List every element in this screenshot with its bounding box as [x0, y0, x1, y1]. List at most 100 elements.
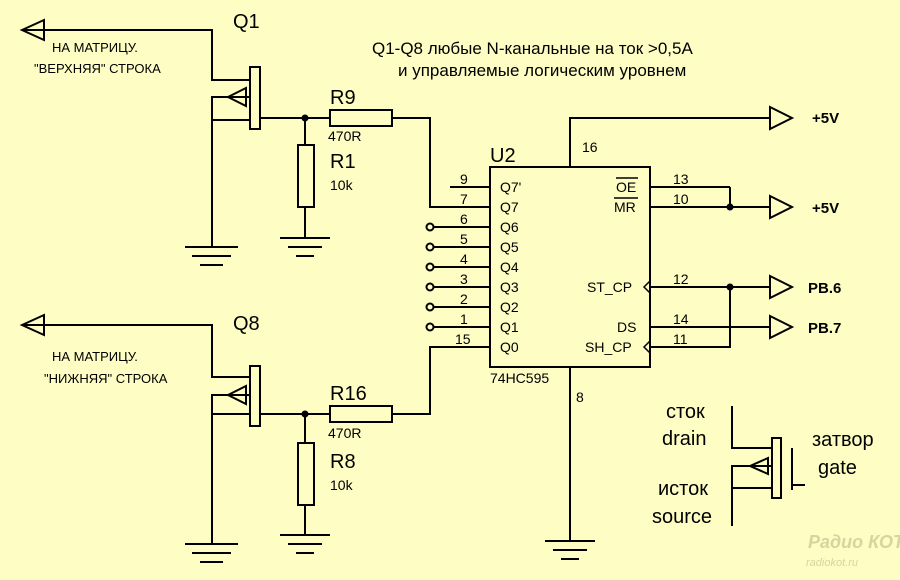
junction-dot [726, 203, 734, 211]
svg-text:Q6: Q6 [500, 219, 519, 235]
net-vcc-mr: +5V [812, 200, 839, 217]
ground-icon [185, 244, 238, 266]
u2-pin-sh-cp: 11 SH_CP [585, 287, 731, 355]
svg-text:10: 10 [673, 191, 689, 207]
r8-value: 10k [330, 477, 354, 493]
u2-pin-ds: 14 DS [617, 311, 770, 335]
svg-text:DS: DS [617, 319, 636, 335]
r1-label: R1 [330, 151, 356, 173]
legend-arrow-icon [747, 456, 769, 476]
vcc-wire [569, 117, 770, 167]
r9-label: R9 [330, 87, 356, 109]
q1-output-arrow-icon [19, 18, 45, 42]
watermark-url: radiokot.ru [806, 557, 858, 569]
svg-text:9: 9 [460, 171, 468, 187]
svg-text:Q3: Q3 [500, 279, 519, 295]
svg-text:Q0: Q0 [500, 339, 519, 355]
svg-text:11: 11 [673, 331, 688, 347]
matrix-top-line2: "ВЕРХНЯЯ" СТРОКА [34, 61, 161, 76]
svg-text:14: 14 [673, 311, 689, 327]
legend-mosfet [731, 406, 805, 526]
svg-text:13: 13 [673, 171, 689, 187]
legend-gate-ru: затвор [812, 429, 874, 451]
r16-value: 470R [328, 425, 361, 441]
q8-drain-wire [22, 324, 250, 378]
q8-output-arrow-icon [19, 313, 45, 337]
ground-icon [280, 534, 330, 554]
svg-text:Q1: Q1 [500, 319, 519, 335]
q1-body-arrow-icon [225, 86, 247, 108]
legend-gate-en: gate [818, 457, 857, 479]
legend-source-en: source [652, 506, 712, 528]
svg-text:OE: OE [616, 179, 636, 195]
u2-pin-gnd: 8 [576, 389, 584, 405]
svg-text:Q2: Q2 [500, 299, 519, 315]
q1-label: Q1 [233, 11, 260, 33]
vcc-arrow-icon [769, 105, 795, 131]
u2-pin-oe: 13 OE [616, 171, 730, 195]
q8-label: Q8 [233, 313, 260, 335]
pb6-arrow-icon [769, 274, 795, 300]
u2-pin-mr: 10 MR [614, 191, 770, 215]
note-line1: Q1-Q8 любые N-канальные на ток >0,5А [372, 39, 693, 58]
u2-pin-q7p: 9 Q7' [450, 171, 521, 195]
ground-icon [545, 540, 595, 560]
svg-text:SH_CP: SH_CP [585, 339, 632, 355]
svg-text:4: 4 [460, 251, 468, 267]
svg-text:1: 1 [460, 311, 468, 327]
svg-text:Q7': Q7' [500, 179, 521, 195]
r16-label: R16 [330, 383, 367, 405]
svg-text:5: 5 [460, 231, 468, 247]
svg-text:12: 12 [673, 271, 689, 287]
svg-text:ST_CP: ST_CP [587, 279, 632, 295]
svg-text:2: 2 [460, 291, 468, 307]
svg-text:6: 6 [460, 211, 468, 227]
q1-drain-wire [22, 29, 250, 81]
legend-source-ru: исток [658, 478, 708, 500]
svg-text:Q4: Q4 [500, 259, 519, 275]
r16-resistor [329, 405, 393, 423]
q1-mosfet [19, 18, 305, 266]
u2-pin-q6: 6 Q6 [425, 211, 519, 235]
u2-pin-q3: 3 Q3 [425, 271, 519, 295]
svg-text:3: 3 [460, 271, 468, 287]
mr-arrow-icon [769, 194, 795, 220]
svg-text:Q7: Q7 [500, 199, 519, 215]
u2-pin-q5: 5 Q5 [425, 231, 519, 255]
svg-text:Q5: Q5 [500, 239, 519, 255]
r1-value: 10k [330, 177, 354, 193]
u2-pin-q2: 2 Q2 [425, 291, 519, 315]
svg-text:MR: MR [614, 199, 636, 215]
matrix-bottom-line1: НА МАТРИЦУ. [52, 349, 138, 364]
svg-text:7: 7 [460, 191, 468, 207]
ground-icon [185, 541, 238, 563]
r1-resistor [297, 144, 315, 208]
u2-pin-q7: 7 Q7 [460, 191, 519, 215]
r8-label: R8 [330, 451, 356, 473]
r9-resistor [329, 109, 393, 127]
legend-drain-en: drain [662, 428, 706, 450]
matrix-bottom-line2: "НИЖНЯЯ" СТРОКА [44, 371, 168, 386]
pb7-arrow-icon [769, 314, 795, 340]
net-pb7: PB.7 [808, 320, 841, 337]
u2-pin-q1: 1 Q1 [425, 311, 519, 335]
u2-pin-q0: 15 Q0 [455, 331, 519, 355]
matrix-top-line1: НА МАТРИЦУ. [52, 40, 138, 55]
u2-pin-q4: 4 Q4 [425, 251, 519, 275]
q8-mosfet [19, 313, 305, 563]
u2-pin-st-cp: 12 ST_CP [587, 271, 770, 295]
net-pb6: PB.6 [808, 280, 841, 297]
r9-value: 470R [328, 128, 361, 144]
watermark-logo: Радио КОТ [808, 532, 900, 552]
svg-text:15: 15 [455, 331, 471, 347]
ground-icon [280, 237, 330, 257]
junction-dot [726, 283, 734, 291]
u2-pin-vcc: 16 [582, 139, 598, 155]
q8-body-arrow-icon [225, 384, 247, 406]
u2-part: 74HC595 [490, 370, 549, 386]
u2-label: U2 [490, 145, 516, 167]
net-vcc-top: +5V [812, 110, 839, 127]
note-line2: и управляемые логическим уровнем [398, 61, 686, 80]
